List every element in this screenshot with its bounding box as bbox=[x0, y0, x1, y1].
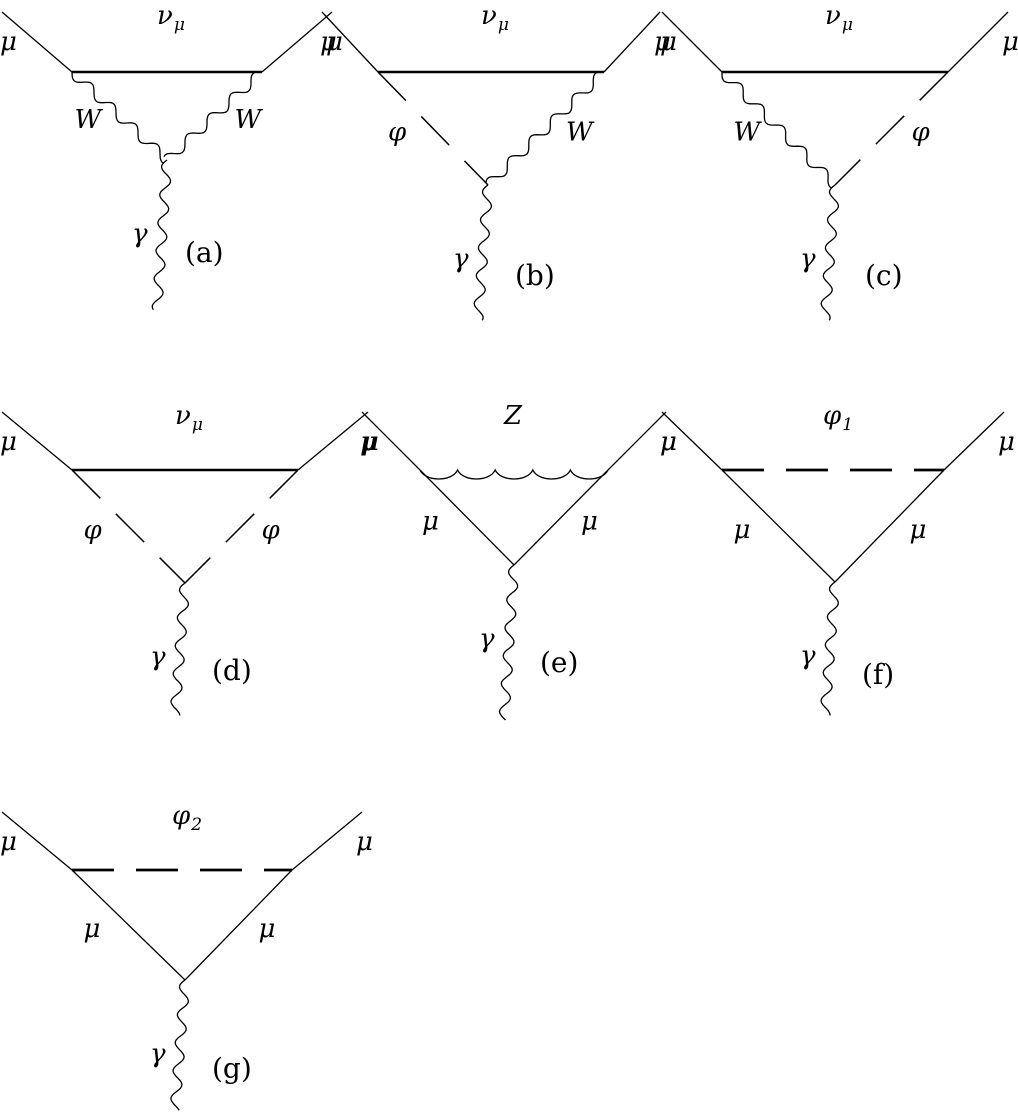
loop-top-label: Z bbox=[503, 401, 523, 431]
photon-label: γ bbox=[453, 244, 469, 274]
outgoing-muon-line bbox=[297, 411, 369, 471]
outgoing-muon-label: μ bbox=[362, 427, 379, 457]
outgoing-muon-label: μ bbox=[660, 427, 677, 457]
diagram-caption: (e) bbox=[540, 646, 578, 679]
incoming-muon-line bbox=[1, 11, 73, 73]
loop-left-label: φ bbox=[388, 118, 407, 148]
outgoing-muon-line bbox=[943, 411, 1005, 471]
diagram-g: φ2 μ μ μ μ γ (g) bbox=[0, 801, 373, 1111]
photon-line bbox=[820, 184, 840, 321]
loop-right-propagator bbox=[513, 469, 609, 566]
loop-right-propagator bbox=[184, 869, 293, 981]
loop-right-propagator bbox=[834, 71, 949, 186]
incoming-muon-line bbox=[321, 11, 379, 73]
photon-line bbox=[170, 582, 190, 716]
incoming-muon-line bbox=[1, 411, 73, 471]
loop-right-propagator bbox=[163, 71, 263, 157]
loop-top-label: νμ bbox=[157, 1, 185, 35]
diagram-e: Zμ μ μ μ γ (e) bbox=[360, 401, 677, 721]
loop-top-z-boson bbox=[419, 468, 609, 480]
diagram-caption: (b) bbox=[515, 259, 555, 292]
loop-right-label: W bbox=[235, 105, 264, 135]
loop-left-propagator bbox=[71, 71, 165, 164]
outgoing-muon-label: μ bbox=[654, 27, 671, 57]
loop-right-propagator bbox=[834, 469, 945, 583]
photon-label: γ bbox=[479, 624, 495, 654]
outgoing-muon-line bbox=[261, 11, 333, 73]
photon-line bbox=[170, 979, 189, 1111]
loop-right-label: W bbox=[566, 118, 595, 148]
incoming-muon-label: μ bbox=[360, 427, 377, 457]
outgoing-muon-label: μ bbox=[1002, 27, 1018, 57]
loop-right-label: μ bbox=[259, 914, 276, 944]
loop-top-label: φ1 bbox=[823, 401, 853, 435]
diagram-d: νμ μ μ φ φ γ (d) bbox=[0, 401, 379, 716]
loop-left-propagator bbox=[71, 869, 186, 981]
outgoing-muon-label: μ bbox=[356, 827, 373, 857]
outgoing-muon-line bbox=[603, 11, 661, 73]
loop-left-propagator bbox=[377, 71, 489, 186]
photon-line bbox=[473, 184, 493, 321]
outgoing-muon-line bbox=[291, 811, 363, 871]
photon-label: γ bbox=[800, 641, 816, 671]
diagram-caption: (d) bbox=[212, 654, 252, 687]
outgoing-muon-line bbox=[607, 411, 667, 471]
loop-right-label: φ bbox=[912, 118, 931, 148]
loop-left-propagator bbox=[71, 469, 186, 584]
loop-left-propagator bbox=[721, 72, 833, 189]
diagram-caption: (c) bbox=[865, 259, 903, 292]
photon-label: γ bbox=[800, 244, 816, 274]
loop-right-propagator bbox=[485, 71, 605, 184]
diagram-f: φ1 μ μ μ μ γ (f) bbox=[660, 401, 1015, 716]
loop-left-label: μ bbox=[84, 914, 101, 944]
loop-left-label: φ bbox=[84, 516, 103, 546]
incoming-muon-label: μ bbox=[660, 27, 677, 57]
incoming-muon-label: μ bbox=[0, 27, 17, 57]
incoming-muon-label: μ bbox=[0, 427, 17, 457]
incoming-muon-line bbox=[661, 11, 723, 73]
photon-label: γ bbox=[150, 1039, 166, 1069]
loop-top-label: νμ bbox=[481, 1, 509, 35]
loop-left-propagator bbox=[419, 469, 515, 566]
diagram-caption: (a) bbox=[185, 236, 224, 269]
diagram-caption: (f) bbox=[862, 658, 894, 691]
loop-left-label: μ bbox=[734, 515, 751, 545]
incoming-muon-line bbox=[361, 411, 421, 471]
photon-label: γ bbox=[150, 642, 166, 672]
loop-right-propagator bbox=[184, 469, 299, 584]
incoming-muon-label: μ bbox=[320, 27, 337, 57]
photon-line bbox=[820, 581, 839, 716]
loop-left-label: W bbox=[734, 118, 763, 148]
photon-line bbox=[498, 564, 519, 721]
outgoing-muon-label: μ bbox=[326, 27, 343, 57]
loop-top-label: νμ bbox=[175, 401, 203, 435]
loop-top-label: φ2 bbox=[172, 801, 202, 835]
loop-left-propagator bbox=[721, 469, 836, 583]
incoming-muon-label: μ bbox=[0, 827, 17, 857]
loop-top-label: νμ bbox=[825, 1, 853, 35]
loop-right-label: φ bbox=[262, 516, 281, 546]
incoming-muon-line bbox=[1, 811, 73, 871]
loop-right-label: μ bbox=[581, 507, 598, 537]
incoming-muon-label: μ bbox=[660, 427, 677, 457]
loop-left-label: μ bbox=[422, 507, 439, 537]
loop-left-label: W bbox=[75, 105, 104, 135]
photon-line bbox=[151, 159, 172, 311]
incoming-muon-line bbox=[661, 411, 723, 471]
photon-label: γ bbox=[132, 219, 148, 249]
outgoing-muon-line bbox=[947, 11, 1009, 73]
outgoing-muon-label: μ bbox=[998, 427, 1015, 457]
loop-right-label: μ bbox=[910, 515, 927, 545]
diagram-caption: (g) bbox=[212, 1052, 252, 1085]
